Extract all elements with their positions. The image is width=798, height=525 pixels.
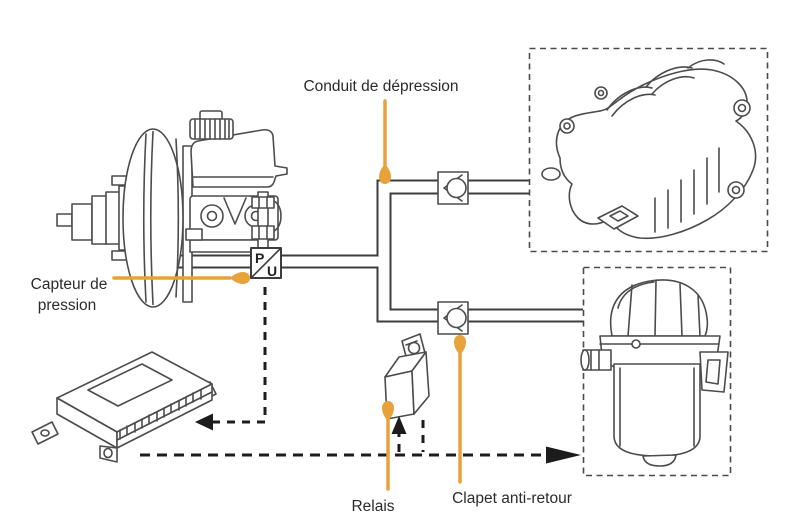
vacuum-pump-illustration	[580, 279, 729, 467]
relay-illustration	[384, 333, 430, 420]
check-valve-label: Clapet anti-retour	[452, 490, 572, 507]
pressure-sensor-pu-symbol: P U	[250, 247, 282, 279]
sensor-letter-u: U	[267, 263, 277, 279]
brake-booster-master-cylinder-illustration	[56, 110, 288, 308]
check-valve-symbol-lower	[437, 301, 469, 335]
vacuum-pump-box	[582, 266, 732, 477]
intake-manifold-box	[528, 47, 769, 253]
pump-arrowhead	[546, 446, 581, 464]
pressure-sensor-label-line2: pression	[38, 297, 97, 314]
check-valve-symbol-upper	[437, 171, 469, 205]
callouts	[112, 99, 466, 491]
intake-manifold-illustration	[541, 59, 757, 240]
relay-arrowhead	[391, 416, 407, 434]
pressure-sensor-label-line1: Capteur de	[31, 276, 108, 293]
sensor-letter-p: P	[255, 250, 264, 266]
relay-label: Relais	[351, 498, 394, 515]
ecu-illustration	[31, 351, 217, 463]
electrical-connections	[140, 287, 581, 464]
sensor-to-ecu-dashed-line	[213, 287, 267, 424]
ecu-arrowhead	[195, 413, 213, 431]
vacuum-line-label: Conduit de dépression	[303, 78, 458, 95]
